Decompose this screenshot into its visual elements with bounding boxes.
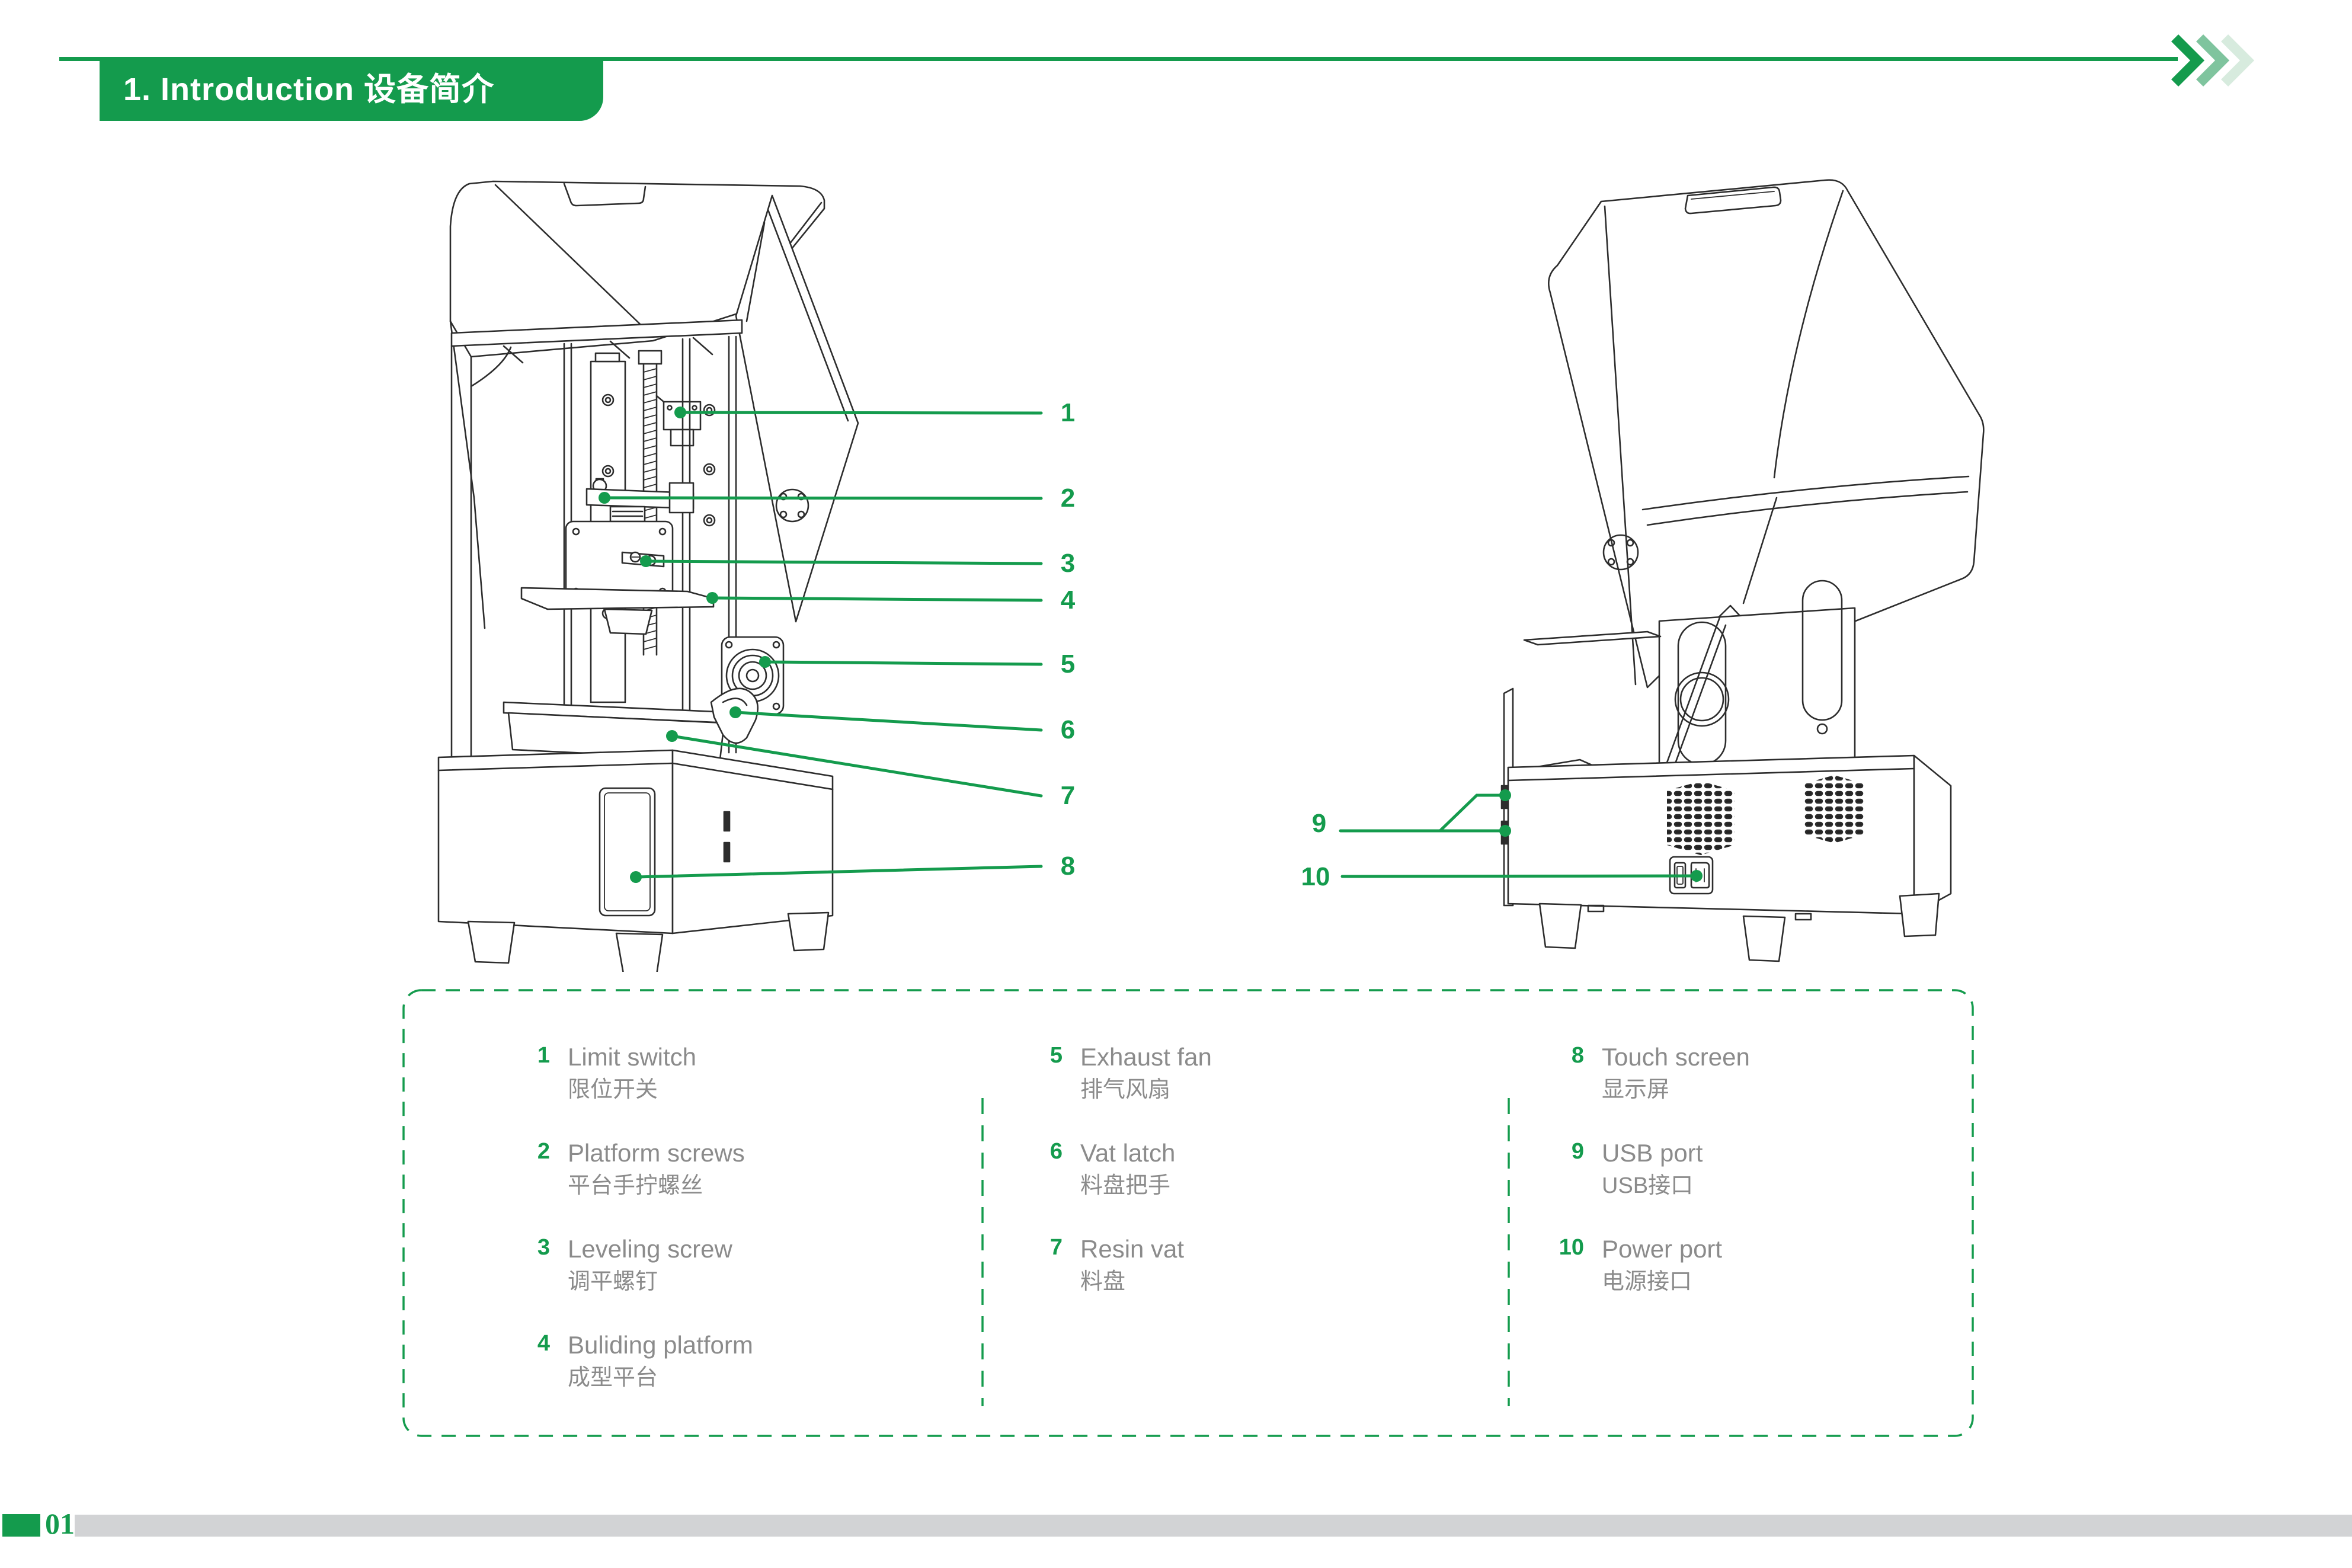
legend-item: 6 Vat latch 料盘把手 — [1021, 1137, 1436, 1202]
rear-fan-hole — [1675, 673, 1729, 726]
build-platform — [521, 588, 713, 609]
chevron-right-icon — [2196, 34, 2230, 87]
chevron-right-icons — [2171, 34, 2255, 87]
legend-item: 8 Touch screen 显示屏 — [1543, 1041, 1945, 1106]
legend-item-number: 7 — [1049, 1235, 1063, 1260]
legend-item-number: 2 — [537, 1139, 550, 1164]
callout-label-1: 1 — [1060, 398, 1076, 427]
legend-item-zh: 料盘 — [1080, 1269, 1126, 1294]
legend-item-en: Touch screen — [1602, 1043, 1750, 1071]
legend-item-number: 3 — [537, 1235, 550, 1260]
legend-item-zh: 限位开关 — [568, 1077, 658, 1102]
vent-grid — [1803, 775, 1865, 843]
legend-item-en: Power port — [1602, 1235, 1723, 1263]
legend-item-number: 9 — [1571, 1139, 1584, 1164]
legend-item-number: 4 — [537, 1331, 550, 1356]
callout-label-8: 8 — [1060, 852, 1076, 881]
legend-dashed-border — [402, 989, 1974, 1437]
vent-grid — [1667, 781, 1735, 855]
legend-item: 1 Limit switch 限位开关 — [508, 1041, 935, 1106]
right-printer-drawing — [1452, 166, 2015, 972]
page-number-marker — [2, 1514, 40, 1537]
limit-switch — [657, 396, 700, 446]
legend-item-number: 8 — [1571, 1043, 1584, 1068]
legend-item-en: Vat latch — [1080, 1139, 1176, 1167]
legend-item-number: 5 — [1049, 1043, 1063, 1068]
legend-item-en: Buliding platform — [568, 1331, 753, 1359]
lid-hinge-disc — [1604, 535, 1638, 569]
legend-item-zh: 排气风扇 — [1080, 1077, 1171, 1102]
z-motor-block — [566, 507, 673, 601]
legend-item: 4 Buliding platform 成型平台 — [508, 1329, 935, 1394]
page-number: 01 — [45, 1507, 75, 1540]
legend-item: 5 Exhaust fan 排气风扇 — [1021, 1041, 1436, 1106]
touch-screen — [600, 788, 655, 916]
top-rule-line — [59, 57, 2178, 61]
legend-item-en: Exhaust fan — [1080, 1043, 1212, 1071]
legend-item-en: Leveling screw — [568, 1235, 732, 1263]
callout-label-5: 5 — [1060, 649, 1076, 679]
legend-item-zh: 显示屏 — [1602, 1077, 1670, 1102]
legend-item-zh: 料盘把手 — [1080, 1173, 1171, 1198]
legend-item: 9 USB port USB接口 — [1543, 1137, 1945, 1202]
page-title: 1. Introduction 设备简介 — [123, 72, 494, 107]
legend-item-en: Resin vat — [1080, 1235, 1185, 1263]
leadscrew-bearing — [639, 351, 661, 364]
lid-handle-recess — [564, 184, 645, 206]
left-printer-drawing — [415, 166, 948, 972]
callout-label-10: 10 — [1301, 862, 1330, 891]
legend-item-zh: USB接口 — [1602, 1173, 1694, 1198]
rail-screws-right — [704, 405, 715, 526]
legend-item: 7 Resin vat 料盘 — [1021, 1233, 1436, 1298]
parts-legend: 1 Limit switch 限位开关 2 Platform screws 平台… — [402, 988, 1975, 1438]
platform-edge — [1524, 632, 1660, 645]
legend-item-number: 10 — [1559, 1235, 1584, 1260]
legend-item-zh: 电源接口 — [1602, 1269, 1692, 1294]
chevron-right-icon — [2220, 34, 2255, 87]
legend-item-en: Limit switch — [568, 1043, 697, 1071]
chevron-right-icon — [2171, 34, 2205, 87]
legend-item-en: USB port — [1602, 1139, 1703, 1167]
callout-label-4: 4 — [1060, 585, 1076, 615]
legend-item-en: Platform screws — [568, 1139, 745, 1167]
section-banner: 1. Introduction 设备简介 — [100, 58, 603, 121]
legend-item: 3 Leveling screw 调平螺钉 — [508, 1233, 935, 1298]
printer-base-rear — [1508, 756, 1951, 961]
footer-bar — [75, 1515, 2352, 1537]
callout-label-6: 6 — [1060, 715, 1076, 744]
legend-item-zh: 平台手拧螺丝 — [568, 1173, 703, 1198]
printer-lid — [1548, 180, 1983, 687]
power-port — [1670, 857, 1713, 894]
callout-label-9: 9 — [1311, 809, 1327, 838]
lid-handle-recess — [1685, 187, 1781, 213]
printer-base — [439, 750, 833, 972]
legend-item-zh: 调平螺钉 — [568, 1269, 658, 1294]
legend-item-zh: 成型平台 — [568, 1365, 658, 1390]
rear-vent-slot — [1803, 581, 1842, 720]
callout-label-3: 3 — [1060, 549, 1076, 578]
legend-item-number: 6 — [1049, 1139, 1063, 1164]
resin-vat — [504, 702, 729, 760]
legend-item-number: 1 — [537, 1043, 550, 1068]
legend-item: 10 Power port 电源接口 — [1543, 1233, 1945, 1298]
callout-label-2: 2 — [1060, 484, 1076, 513]
lid-hinge-disc — [776, 489, 808, 521]
legend-item: 2 Platform screws 平台手拧螺丝 — [508, 1137, 935, 1202]
callout-label-7: 7 — [1060, 781, 1076, 810]
legend-column-2: 5 Exhaust fan 排气风扇 6 Vat latch 料盘把手 7 Re… — [1021, 1041, 1436, 1329]
legend-column-1: 1 Limit switch 限位开关 2 Platform screws 平台… — [508, 1041, 935, 1425]
legend-column-3: 8 Touch screen 显示屏 9 USB port USB接口 10 P… — [1543, 1041, 1945, 1329]
